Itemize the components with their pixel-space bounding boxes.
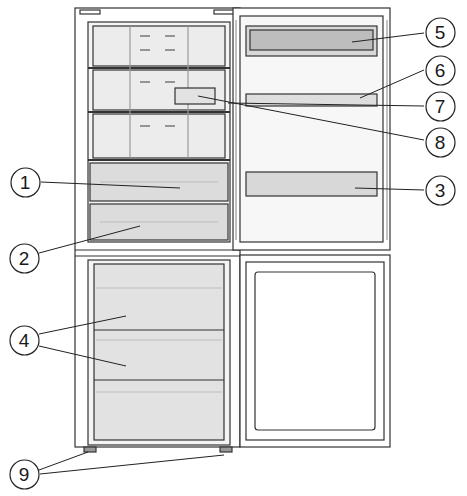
fridge-drawing-part — [88, 22, 230, 242]
fridge-drawing-part — [165, 35, 175, 37]
callout-outline — [10, 244, 39, 273]
fridge-drawing-part — [88, 111, 230, 113]
fridge-drawing-part — [240, 16, 383, 242]
fridge-drawing-part — [75, 8, 240, 447]
fridge-drawing-part — [240, 255, 390, 447]
callout-number: 4 — [19, 331, 30, 350]
callout-circle: 3 — [425, 175, 456, 206]
fridge-drawing-part — [355, 188, 424, 190]
fridge-drawing-part — [140, 35, 150, 37]
callout-number: 2 — [19, 249, 30, 268]
fridge-drawing-part — [39, 226, 140, 253]
fridge-drawing-part — [360, 70, 424, 98]
fridge-drawing-part — [214, 10, 234, 14]
fridge-drawing-part — [75, 249, 240, 250]
fridge-drawing-part — [255, 272, 375, 430]
fridge-drawing-part — [165, 81, 175, 83]
callout-circle: 5 — [425, 17, 456, 48]
fridge-drawing-part — [88, 260, 230, 445]
fridge-drawing-part — [352, 33, 424, 42]
fridge-drawing-part — [39, 33, 424, 474]
fridge-drawing-part — [140, 49, 150, 51]
callout-circle: 9 — [9, 459, 40, 490]
fridge-drawing-part — [93, 70, 225, 110]
callout-circle: 8 — [425, 127, 456, 158]
callout-circle: 1 — [10, 167, 41, 198]
fridge-drawing-part — [246, 262, 384, 440]
fridge-drawing-part — [250, 30, 373, 50]
fridge-drawing-part — [246, 172, 377, 196]
callout-outline — [426, 56, 455, 85]
fridge-drawing-part — [100, 221, 218, 222]
fridge-drawing-part — [39, 316, 126, 334]
fridge-drawing-part — [75, 255, 240, 256]
fridge-drawing-part — [198, 96, 424, 140]
fridge-drawing-part — [90, 163, 228, 201]
fridge-drawing-part — [165, 49, 175, 51]
fridge-drawing-part — [39, 346, 126, 366]
callout-number: 9 — [19, 465, 30, 484]
fridge-drawing-part — [96, 287, 222, 288]
fridge-drawing-part — [96, 339, 222, 340]
fridge-drawing-part — [96, 391, 222, 392]
callout-outline — [426, 128, 455, 157]
callout-number: 1 — [20, 173, 31, 192]
fridge-drawing-part — [94, 329, 224, 330]
callout-number: 8 — [435, 133, 446, 152]
fridge-drawing-part — [41, 182, 180, 188]
fridge-drawing-part — [75, 8, 390, 452]
callout-number: 5 — [435, 23, 446, 42]
fridge-drawing-part — [100, 181, 218, 182]
fridge-drawing-part — [93, 26, 225, 66]
fridge-drawing-part — [40, 455, 224, 474]
fridge-drawing-part — [39, 452, 88, 470]
callout-outline — [426, 176, 455, 205]
fridge-drawing-part — [80, 10, 100, 14]
fridge-drawing-part — [90, 204, 228, 240]
callout-outline — [10, 460, 39, 489]
fridge-drawing-part — [93, 114, 225, 158]
callout-outline — [426, 18, 455, 47]
callout-outline — [10, 326, 39, 355]
fridge-drawing-part — [84, 447, 96, 452]
callout-number: 3 — [435, 181, 446, 200]
fridge-drawing-part — [228, 103, 424, 106]
callout-circle: 2 — [9, 243, 40, 274]
fridge-drawing-part — [140, 36, 175, 126]
fridge-drawing-part — [94, 264, 224, 440]
callout-circle: 7 — [425, 91, 456, 122]
fridge-drawing-part — [140, 125, 150, 127]
callout-outline — [426, 92, 455, 121]
fridge-drawing-part — [88, 67, 230, 69]
fridge-drawing-part — [165, 125, 175, 127]
callout-outline — [11, 168, 40, 197]
fridge-drawing-part — [235, 20, 236, 240]
fridge-drawing-part — [386, 20, 387, 240]
fridge-drawing-part — [175, 88, 215, 104]
fridge-drawing-part — [94, 379, 224, 380]
callout-number: 7 — [435, 97, 446, 116]
fridge-drawing-part — [129, 26, 130, 158]
fridge-drawing-part — [88, 159, 230, 161]
fridge-drawing-part — [140, 81, 150, 83]
callout-circle: 4 — [9, 325, 40, 356]
callout-circle: 6 — [425, 55, 456, 86]
fridge-drawing-part — [220, 447, 232, 452]
callout-number: 6 — [435, 61, 446, 80]
